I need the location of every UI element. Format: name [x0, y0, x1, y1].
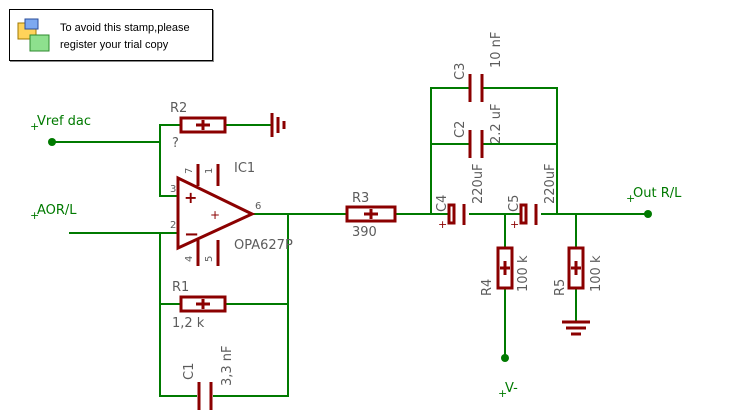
r1-value: 1,2 k	[172, 316, 205, 331]
vminus-terminal[interactable]	[501, 354, 509, 362]
resistor-r1[interactable]: R1 1,2 k	[172, 280, 227, 331]
r2-ref: R2	[170, 101, 187, 116]
r3-ref: R3	[352, 191, 369, 206]
vref-terminal[interactable]	[48, 138, 56, 146]
r4-ref: R4	[480, 279, 495, 296]
r1-ref: R1	[172, 280, 189, 295]
junction-dots	[48, 138, 652, 362]
svg-text:+: +	[498, 387, 507, 400]
svg-text:+: +	[438, 218, 447, 231]
resistor-r5[interactable]: R5 100 k	[553, 246, 604, 296]
c5-ref: C5	[507, 195, 522, 212]
svg-text:+: +	[626, 192, 635, 205]
svg-text:+: +	[510, 218, 519, 231]
pin-2-label: 2	[170, 220, 176, 231]
pin-6-label: 6	[255, 201, 261, 212]
c5-value: 220uF	[543, 163, 558, 204]
c4-value: 220uF	[471, 163, 486, 204]
r5-ref: R5	[553, 279, 568, 296]
resistor-r4[interactable]: R4 100 k	[480, 246, 531, 296]
wires	[51, 87, 649, 397]
trial-stamp: To avoid this stamp,please register your…	[9, 9, 213, 61]
stamp-line-1: To avoid this stamp,please	[60, 22, 190, 34]
pin-3-label: 3	[170, 184, 176, 195]
r2-value: ?	[172, 136, 179, 151]
svg-text:+: +	[184, 188, 197, 207]
net-label-vref: Vref dac	[37, 114, 91, 129]
svg-text:+: +	[210, 208, 220, 222]
resistor-r2[interactable]: R2 ?	[170, 101, 227, 151]
capacitor-c2[interactable]: C2 2.2 uF	[453, 103, 504, 158]
c3-value: 10 nF	[489, 32, 504, 68]
ground-icon	[270, 113, 286, 137]
stamp-line-2: register your trial copy	[60, 39, 169, 51]
net-label-out: Out R/L	[633, 186, 682, 201]
opamp-value: OPA627P	[234, 238, 293, 253]
net-label-vminus: V-	[505, 381, 518, 396]
c3-ref: C3	[453, 63, 468, 80]
opamp-ic1[interactable]: + − + 3 2 6 7 1 4 5 IC1 OPA627P	[170, 161, 293, 266]
pin-5-label: 5	[204, 256, 215, 262]
net-labels: + Vref dac + AOR/L + Out R/L + V-	[30, 114, 682, 400]
svg-text:+: +	[30, 120, 39, 133]
pin-4-label: 4	[184, 256, 195, 262]
c2-value: 2.2 uF	[489, 103, 504, 144]
svg-text:+: +	[30, 209, 39, 222]
r5-value: 100 k	[589, 255, 604, 292]
r3-value: 390	[352, 225, 377, 240]
c1-ref: C1	[182, 363, 197, 380]
ground-icon	[562, 320, 590, 336]
pin-1-label: 1	[204, 168, 215, 174]
out-terminal[interactable]	[644, 210, 652, 218]
r4-value: 100 k	[516, 255, 531, 292]
capacitor-c3[interactable]: C3 10 nF	[453, 32, 504, 102]
opamp-ref: IC1	[234, 161, 255, 176]
svg-text:−: −	[184, 224, 199, 245]
capacitor-c4[interactable]: + C4 220uF	[435, 163, 486, 231]
windows-icon	[17, 18, 50, 52]
capacitor-c5[interactable]: + C5 220uF	[507, 163, 558, 231]
c4-ref: C4	[435, 195, 450, 212]
capacitor-c1[interactable]: C1 3,3 nF	[182, 345, 235, 410]
c1-value: 3,3 nF	[220, 345, 235, 386]
pin-7-label: 7	[184, 168, 195, 174]
net-label-aor: AOR/L	[37, 203, 77, 218]
resistor-r3[interactable]: R3 390	[345, 191, 397, 240]
c2-ref: C2	[453, 121, 468, 138]
